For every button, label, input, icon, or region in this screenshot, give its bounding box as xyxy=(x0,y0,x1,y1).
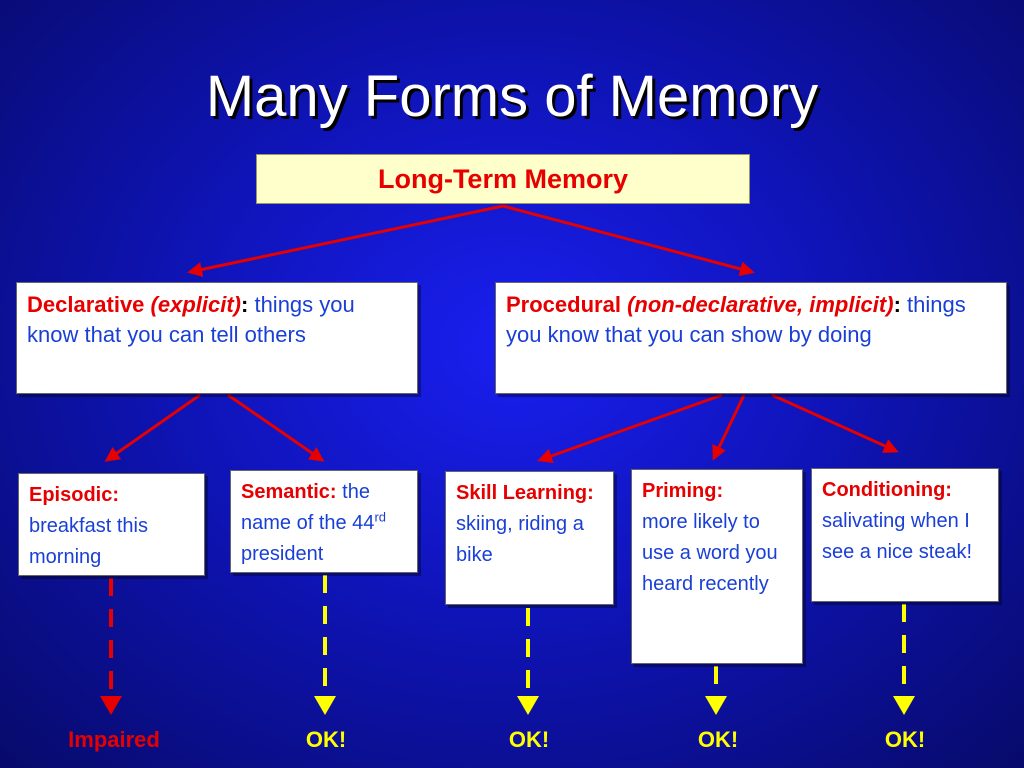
priming-box: Priming: more likely to use a word you he… xyxy=(631,469,803,664)
conditioning-name: Conditioning: xyxy=(822,479,952,501)
conditioning-desc: salivating when I see a nice steak! xyxy=(822,510,973,563)
conditioning-box: Conditioning: salivating when I see a nic… xyxy=(811,468,999,602)
declarative-paren: (explicit) xyxy=(150,292,242,317)
arrowhead-conditioning-ok xyxy=(893,696,915,715)
arrowhead-priming-ok xyxy=(705,696,727,715)
outcome-episodic: Impaired xyxy=(68,727,160,752)
semantic-desc-part1: the name of the 44 xyxy=(241,481,375,534)
semantic-desc-part2: president xyxy=(241,543,324,565)
procedural-paren: (non-declarative, implicit) xyxy=(627,292,894,317)
declarative-box: Declarative (explicit): things you know … xyxy=(16,282,418,394)
long-term-memory-box: Long-Term Memory xyxy=(256,154,750,204)
arrowhead-semantic-ok xyxy=(314,696,336,715)
procedural-desc: things you know that you can show by doi… xyxy=(506,292,966,347)
arrow-declarative-to-episodic xyxy=(104,393,201,462)
slide-title: Many Forms of Memory xyxy=(205,64,819,129)
outcome-priming: OK! xyxy=(697,727,739,752)
priming-desc: more likely to use a word you heard rece… xyxy=(642,511,778,595)
semantic-box: Semantic: the name of the 44rd president xyxy=(230,470,418,573)
procedural-colon: : xyxy=(893,292,901,317)
procedural-name: Procedural xyxy=(506,292,621,317)
declarative-colon: : xyxy=(241,292,249,317)
outcome-conditioning: OK! xyxy=(884,727,926,752)
outcome-semantic: OK! xyxy=(305,727,347,752)
arrow-procedural-to-skill xyxy=(537,393,723,464)
arrow-ltm-to-declarative xyxy=(187,204,504,277)
skill-learning-box: Skill Learning: skiing, riding a bike xyxy=(445,471,614,605)
semantic-name: Semantic: xyxy=(241,481,337,503)
arrowhead-skill-ok xyxy=(517,696,539,715)
arrow-procedural-to-conditioning xyxy=(771,393,899,453)
semantic-superscript: rd xyxy=(374,509,386,525)
declarative-name: Declarative xyxy=(27,292,145,317)
episodic-box: Episodic: breakfast this morning xyxy=(18,473,205,576)
arrowhead-impaired xyxy=(100,696,122,715)
arrow-procedural-to-priming xyxy=(712,394,746,461)
episodic-name: Episodic: xyxy=(29,484,120,506)
priming-name: Priming: xyxy=(642,480,724,502)
outcome-skill: OK! xyxy=(508,727,550,752)
procedural-box: Procedural (non-declarative, implicit): … xyxy=(495,282,1007,394)
declarative-desc: things you know that you can tell others xyxy=(27,292,355,347)
skill-name: Skill Learning: xyxy=(456,482,594,504)
episodic-desc: breakfast this morning xyxy=(29,515,148,568)
arrow-declarative-to-semantic xyxy=(227,393,325,462)
skill-desc: skiing, riding a bike xyxy=(456,513,584,566)
arrow-ltm-to-procedural xyxy=(502,204,755,277)
